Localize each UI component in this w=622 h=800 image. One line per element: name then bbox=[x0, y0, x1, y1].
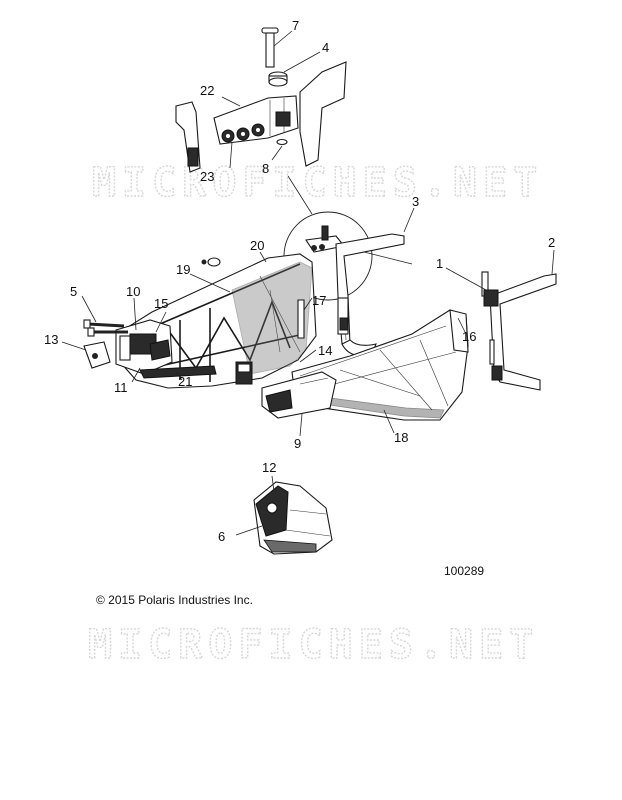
strut-21 bbox=[139, 365, 217, 379]
callout-6: 6 bbox=[218, 529, 225, 544]
front-bracket-10 bbox=[115, 319, 173, 375]
callout-19: 19 bbox=[176, 262, 190, 277]
nuts-23 bbox=[221, 123, 265, 143]
callout-12: 12 bbox=[262, 460, 276, 475]
callout-8: 8 bbox=[262, 161, 269, 176]
callout-5: 5 bbox=[70, 284, 77, 299]
callout-16: 16 bbox=[462, 329, 476, 344]
callout-10: 10 bbox=[126, 284, 140, 299]
bolt-17 bbox=[297, 299, 305, 339]
callout-17: 17 bbox=[312, 293, 326, 308]
callout-15: 15 bbox=[154, 296, 168, 311]
callout-9: 9 bbox=[294, 436, 301, 451]
block-9 bbox=[261, 371, 337, 419]
callout-3: 3 bbox=[412, 194, 419, 209]
cab-mount-panel bbox=[299, 61, 347, 167]
cover-6 bbox=[253, 481, 333, 555]
callout-1: 1 bbox=[436, 256, 443, 271]
callout-11: 11 bbox=[114, 380, 128, 395]
callout-22: 22 bbox=[200, 83, 214, 98]
callout-4: 4 bbox=[322, 40, 329, 55]
watermark-bottom: MICROFICHES.NET bbox=[88, 622, 539, 668]
callout-7: 7 bbox=[292, 18, 299, 33]
hinge-bracket-22 bbox=[213, 95, 299, 145]
watermark-top: MICROFICHES.NET bbox=[92, 160, 543, 206]
callout-21: 21 bbox=[178, 374, 192, 389]
bushing-4 bbox=[268, 71, 288, 87]
bolts-5 bbox=[83, 319, 128, 337]
side-panel-18 bbox=[291, 309, 469, 421]
callout-13: 13 bbox=[44, 332, 58, 347]
callout-labels: 7 4 22 23 8 3 1 2 20 19 17 16 14 18 9 10… bbox=[44, 18, 555, 544]
callout-18: 18 bbox=[394, 430, 408, 445]
callout-14: 14 bbox=[318, 343, 332, 358]
callout-23: 23 bbox=[200, 169, 214, 184]
bracket-14 bbox=[235, 361, 253, 385]
washer-8 bbox=[276, 138, 288, 146]
leader-lines bbox=[61, 30, 555, 536]
callout-2: 2 bbox=[548, 235, 555, 250]
callout-20: 20 bbox=[250, 238, 264, 253]
hinge-bracket-group bbox=[175, 27, 347, 173]
pin-7 bbox=[261, 27, 279, 68]
copyright-text: © 2015 Polaris Industries Inc. bbox=[96, 593, 253, 607]
diagram-code: 100289 bbox=[444, 564, 484, 578]
